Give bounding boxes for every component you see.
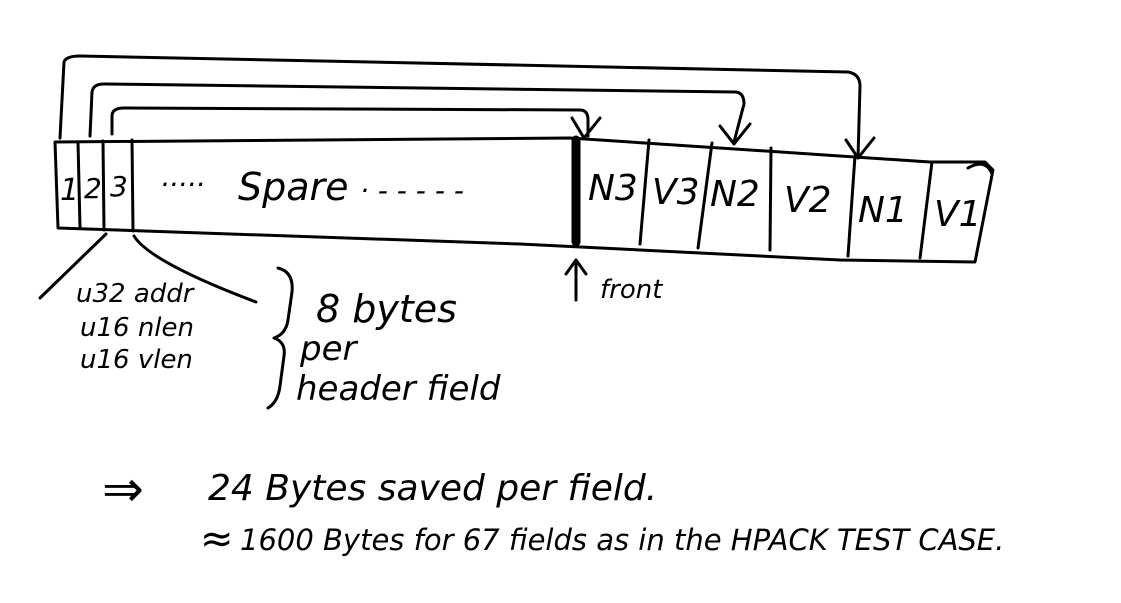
entry-name-2: N2 [710,174,760,215]
pointer-arc-2 [88,82,746,144]
entry-divider-n3-v3 [638,138,651,246]
slot-divider-2 [101,139,106,232]
spare-label: Spare [238,165,349,209]
entry-name-1: N1 [858,190,908,231]
entry-divider-n2-v2 [768,146,773,252]
spare-dots-right: · - - - - - [360,174,464,207]
conclusion-line-1: 24 Bytes saved per field. [208,468,657,509]
slot-divider-1 [76,140,82,230]
entry-name-3: N3 [588,168,638,209]
slot-label-3: 3 [110,170,128,203]
header-field-nlen: u16 nlen [80,313,194,343]
entry-divider-v3-n2 [696,141,714,250]
slot-divider-3 [130,138,135,233]
buffer-end-curl [966,162,994,176]
conclusion-approx: ≈ [200,516,234,562]
entry-divider-n1-v1 [918,160,934,260]
header-callout-right [132,234,258,304]
buffer-outline [53,136,995,264]
slot-label-2: 2 [84,172,102,205]
conclusion-line-2: 1600 Bytes for 67 fields as in the HPACK… [240,523,1004,557]
entry-value-3: V3 [652,172,700,213]
pointer-arc-3 [110,106,590,138]
conclusion-arrow: ⇒ [102,460,144,518]
pointer-arrowhead-3 [570,116,602,140]
entry-value-1: V1 [934,194,982,235]
entry-divider-v2-n1 [846,154,857,258]
spare-dots-left: ····· [160,168,205,201]
entry-value-2: V2 [784,180,832,221]
pointer-arrowhead-1 [844,136,876,160]
pointer-arrowhead-2 [718,122,752,146]
pointer-arc-1 [58,54,862,160]
front-label: front [600,275,663,305]
size-note-bytes: 8 bytes [316,287,457,331]
front-arrow [564,258,588,302]
slot-label-1: 1 [60,173,79,208]
header-callout-left [38,232,108,300]
header-field-addr: u32 addr [76,279,196,309]
size-note-per: per [299,329,359,369]
size-note-header-field: header field [296,369,501,409]
size-brace [266,266,294,410]
header-field-vlen: u16 vlen [80,345,193,375]
